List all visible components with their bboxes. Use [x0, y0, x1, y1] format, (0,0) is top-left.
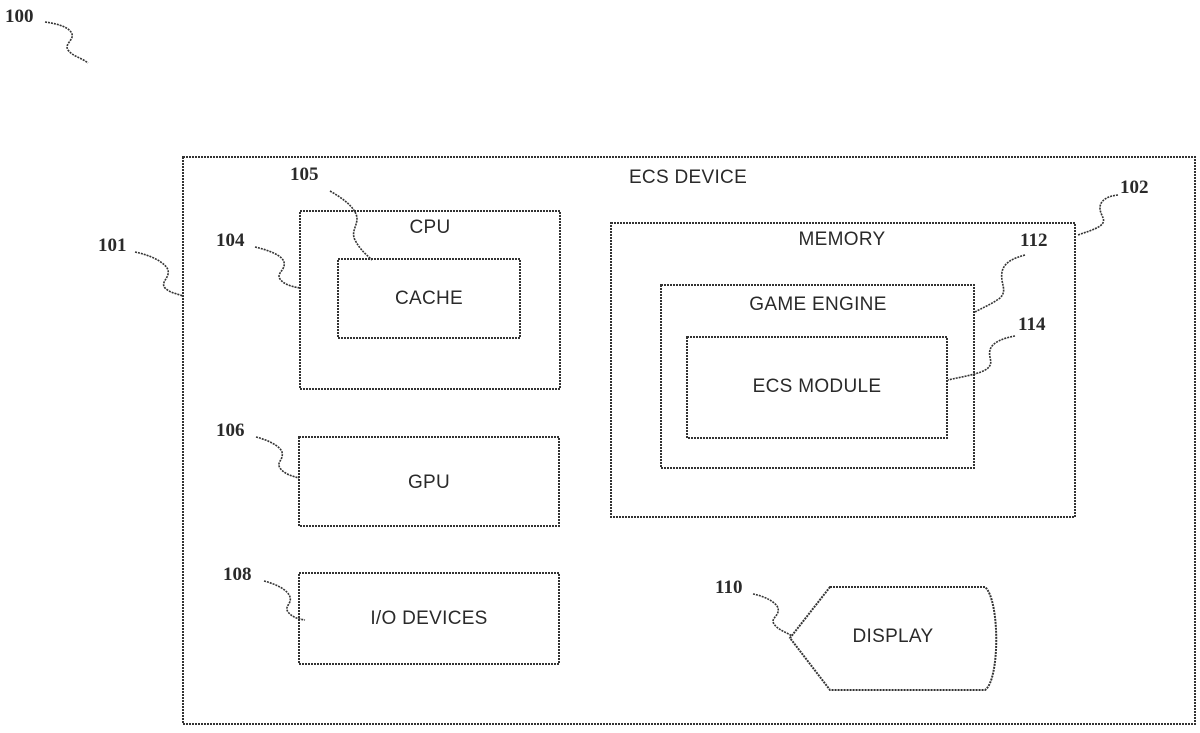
ref-114: 114 [1018, 314, 1046, 335]
leader-100 [45, 22, 88, 63]
ref-105: 105 [290, 164, 319, 185]
ref-112: 112 [1020, 230, 1047, 251]
ref-104: 104 [216, 230, 245, 251]
gpu-label: GPU [408, 472, 450, 493]
cache-label: CACHE [395, 288, 463, 309]
cpu-label: CPU [409, 217, 450, 238]
ref-102: 102 [1120, 177, 1149, 198]
io-devices-label: I/O DEVICES [370, 608, 487, 629]
display-text: DISPLAY [853, 626, 934, 647]
memory-label: MEMORY [799, 229, 886, 250]
ecs-device-label: ECS DEVICE [629, 167, 747, 188]
ref-101: 101 [98, 235, 127, 256]
ref-108: 108 [223, 564, 252, 585]
ref-100: 100 [5, 6, 34, 27]
leader-101 [135, 252, 183, 296]
ref-106: 106 [216, 420, 245, 441]
ecs-module-label: ECS MODULE [753, 376, 882, 397]
game-engine-label: GAME ENGINE [749, 294, 886, 315]
ref-110: 110 [715, 577, 742, 598]
